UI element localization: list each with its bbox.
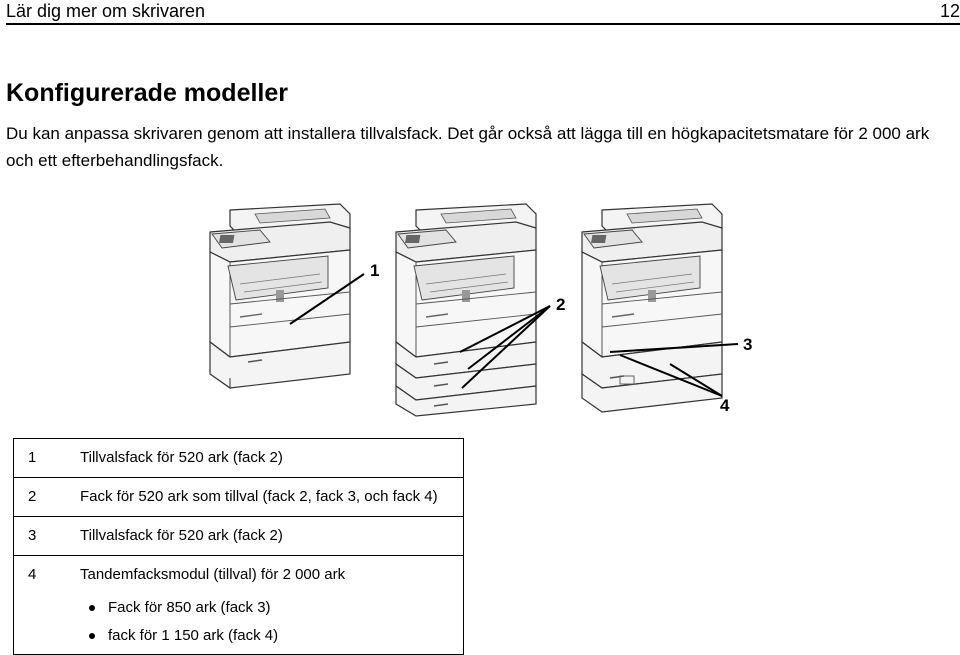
callout-3: 3 xyxy=(743,335,752,354)
bullet-icon xyxy=(89,633,95,639)
legend-sublist: Fack för 850 ark (fack 3) fack för 1 150… xyxy=(80,594,457,654)
legend-row: 1 Tillvalsfack för 520 ark (fack 2) xyxy=(13,438,464,478)
legend-row: 2 Fack för 520 ark som tillval (fack 2, … xyxy=(13,477,464,517)
legend-number: 3 xyxy=(13,516,80,556)
legend-text: Tandemfacksmodul (tillval) för 2 000 ark xyxy=(80,566,346,583)
legend-row: 3 Tillvalsfack för 520 ark (fack 2) xyxy=(13,516,464,556)
page-header: Lär dig mer om skrivaren 12 xyxy=(6,0,960,24)
leader-2c xyxy=(461,305,551,389)
list-item: fack för 1 150 ark (fack 4) xyxy=(80,622,457,650)
leader-1 xyxy=(289,273,365,325)
callout-1: 1 xyxy=(370,261,379,280)
legend-table: 1 Tillvalsfack för 520 ark (fack 2) 2 Fa… xyxy=(13,438,464,655)
list-item-text: fack för 1 150 ark (fack 4) xyxy=(108,627,279,644)
header-rule xyxy=(6,23,960,25)
leader-3 xyxy=(609,343,739,353)
legend-text: Tillvalsfack för 520 ark (fack 2) xyxy=(80,438,464,478)
printer-models-figure: 1 2 3 4 xyxy=(200,192,760,420)
legend-number: 4 xyxy=(28,566,37,583)
leader-4b xyxy=(669,363,723,397)
legend-number: 2 xyxy=(13,477,80,517)
leader-2b xyxy=(467,305,551,370)
intro-paragraph: Du kan anpassa skrivaren genom att insta… xyxy=(6,124,930,170)
section-heading: Konfigurerade modeller xyxy=(6,79,288,107)
list-item: Fack för 850 ark (fack 3) xyxy=(80,594,457,622)
printer-model-1 xyxy=(209,203,351,389)
list-item-text: Fack för 850 ark (fack 3) xyxy=(108,599,271,616)
legend-text: Fack för 520 ark som tillval (fack 2, fa… xyxy=(80,477,464,517)
legend-text-group: Tandemfacksmodul (tillval) för 2 000 ark… xyxy=(80,556,464,655)
bullet-icon xyxy=(89,605,95,611)
callout-4: 4 xyxy=(720,396,730,415)
callout-leaders xyxy=(289,273,739,397)
legend-text: Tillvalsfack för 520 ark (fack 2) xyxy=(80,516,464,556)
leader-4a xyxy=(619,354,723,397)
leader-2a xyxy=(459,305,551,353)
printer-model-3 xyxy=(581,203,723,413)
legend-number: 1 xyxy=(13,438,80,478)
callout-2: 2 xyxy=(556,295,565,314)
printer-illustration: 1 2 3 4 xyxy=(209,203,752,417)
header-title: Lär dig mer om skrivaren xyxy=(6,1,206,21)
page-number: 12 xyxy=(939,1,960,21)
legend-row: 4 Tandemfacksmodul (tillval) för 2 000 a… xyxy=(14,556,464,655)
